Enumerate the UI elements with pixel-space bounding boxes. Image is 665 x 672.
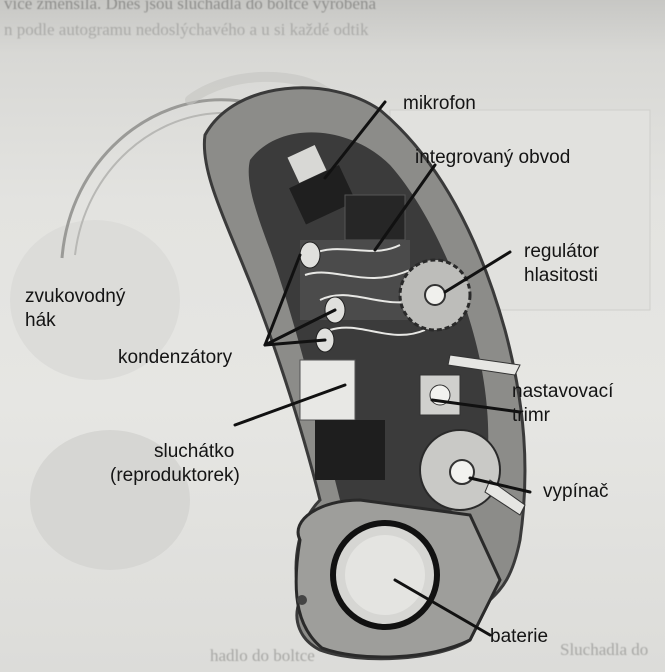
label-baterie-text: baterie xyxy=(490,625,548,649)
label-nastavovaci-line-2: trimr xyxy=(512,404,613,428)
label-integrovany-obvod: integrovaný obvod xyxy=(415,146,570,170)
label-nastavovaci-trimr: nastavovací trimr xyxy=(512,380,613,428)
label-kondenzatory: kondenzátory xyxy=(118,346,232,370)
receiver-base xyxy=(315,420,385,480)
label-sluchatko-line-2: (reproduktorek) xyxy=(110,464,240,488)
label-mikrofon-text: mikrofon xyxy=(403,92,476,116)
capacitor-1 xyxy=(300,242,320,268)
label-mikrofon: mikrofon xyxy=(403,92,476,116)
switch-hub xyxy=(450,460,474,484)
label-kondenzatory-text: kondenzátory xyxy=(118,346,232,370)
ic-chip xyxy=(345,195,405,240)
label-baterie: baterie xyxy=(490,625,548,649)
label-vypinac-text: vypínač xyxy=(543,480,608,504)
volume-wheel-hub xyxy=(425,285,445,305)
label-zvukovodny-line-1: zvukovodný xyxy=(25,285,125,309)
label-sluchatko: sluchátko (reproduktorek) xyxy=(140,440,240,488)
label-integrovany-obvod-text: integrovaný obvod xyxy=(415,146,570,170)
battery-door-screw xyxy=(297,595,307,605)
label-zvukovodny-line-2: hák xyxy=(25,309,125,333)
battery-cell-inner xyxy=(345,535,425,615)
label-regulator-line-2: hlasitosti xyxy=(524,264,599,288)
label-regulator-line-1: regulátor xyxy=(524,240,599,264)
label-zvukovodny-hak: zvukovodný hák xyxy=(25,285,125,333)
label-sluchatko-line-1: sluchátko xyxy=(140,440,240,464)
label-nastavovaci-line-1: nastavovací xyxy=(512,380,613,404)
label-vypinac: vypínač xyxy=(543,480,608,504)
label-regulator-hlasitosti: regulátor hlasitosti xyxy=(524,240,599,288)
